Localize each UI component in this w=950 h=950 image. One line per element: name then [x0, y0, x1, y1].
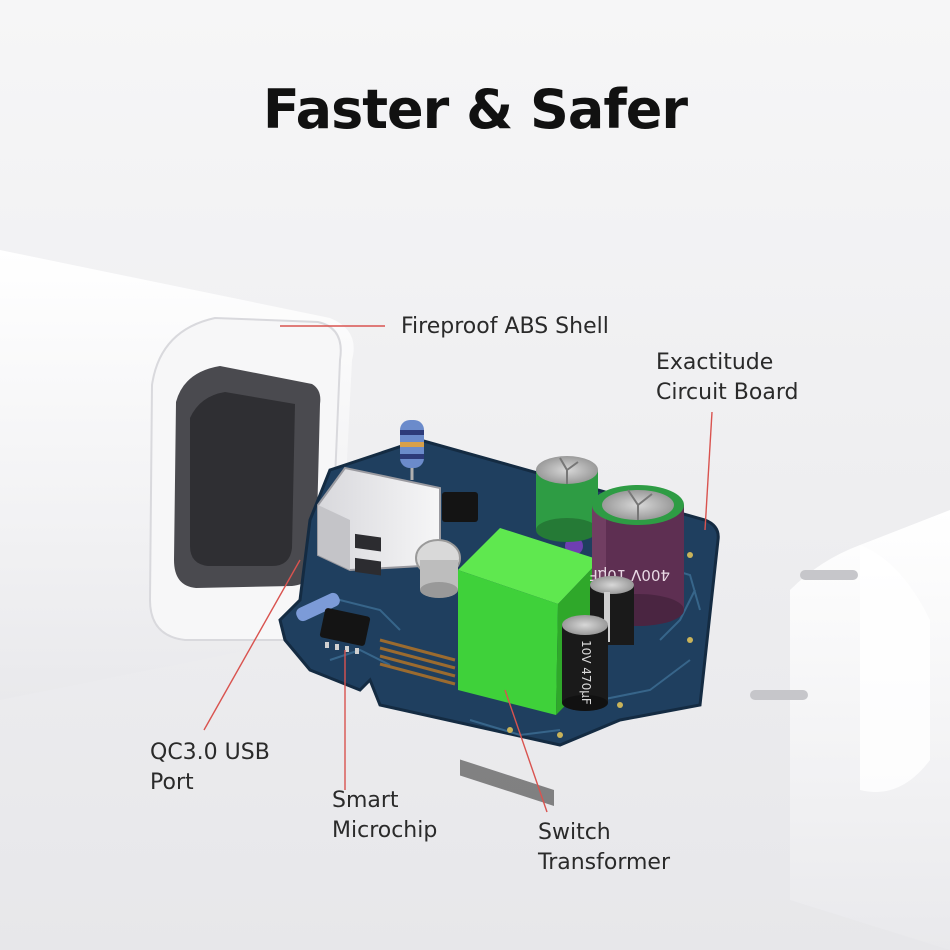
capacitor-black-2: 10V 470μF [562, 615, 608, 711]
callout-circuit-board-line1: Exactitude [656, 350, 774, 375]
leader-lines [203, 325, 713, 813]
smart-microchip [319, 608, 371, 646]
capacitor-green [536, 456, 598, 542]
page-title: Faster & Safer [262, 78, 688, 141]
microchip-top [442, 492, 478, 522]
plug-pin-bottom [750, 690, 808, 700]
callout-transformer-line1: Switch [538, 820, 611, 845]
plug-pin-top [800, 570, 858, 580]
usb-port-graphic [317, 466, 441, 576]
callout-usb-port-line1: QC3.0 USB [150, 740, 270, 765]
callout-usb-port-line2: Port [150, 770, 194, 795]
callout-usb-port: QC3.0 USB Port [150, 738, 270, 798]
callout-shell: Fireproof ABS Shell [401, 312, 609, 342]
resistor-left [296, 592, 340, 622]
callout-shell-text: Fireproof ABS Shell [401, 314, 609, 339]
callout-circuit-board-line2: Circuit Board [656, 380, 799, 405]
abs-shell-opening-inner [190, 392, 295, 566]
callout-microchip: Smart Microchip [332, 786, 437, 846]
callout-microchip-line1: Smart [332, 788, 399, 813]
leader-board [704, 411, 713, 531]
callout-circuit-board: Exactitude Circuit Board [656, 348, 798, 408]
callout-microchip-line2: Microchip [332, 818, 438, 843]
leader-transformer [504, 689, 548, 813]
callout-transformer-line2: Transformer [538, 850, 671, 875]
small-capacitor-mark: 10V 470μF [579, 640, 593, 705]
callout-transformer: Switch Transformer [538, 818, 670, 878]
resistor-top [400, 420, 424, 480]
leader-usb [203, 559, 301, 731]
